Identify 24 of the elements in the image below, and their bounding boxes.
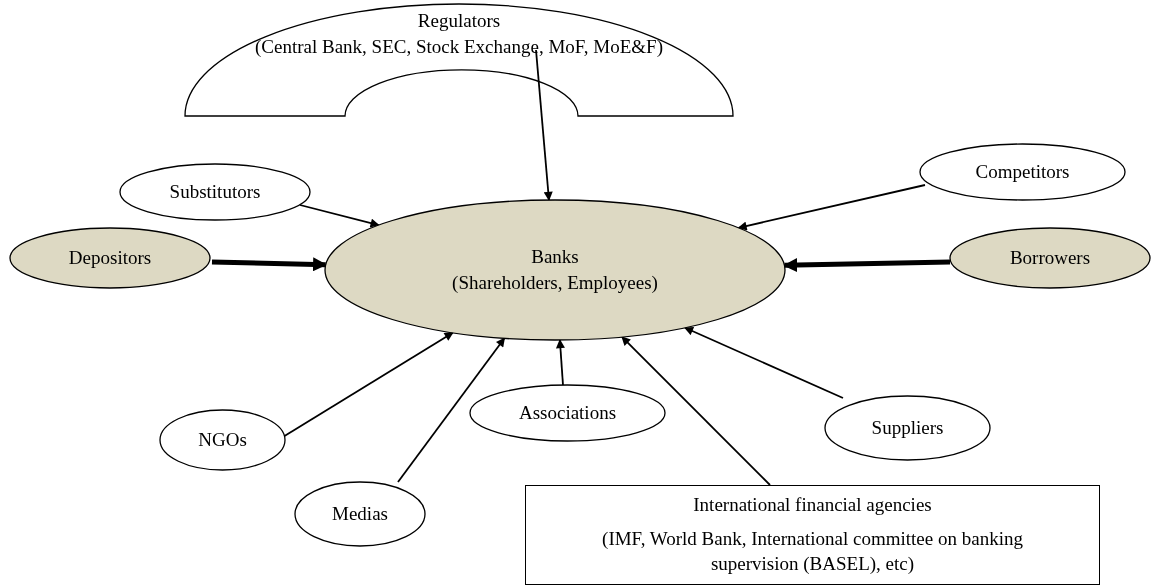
node-label: Medias [332, 502, 388, 527]
node-label: NGOs [198, 428, 247, 453]
arrow [397, 337, 506, 483]
node-label: (Shareholders, Employees) [452, 271, 658, 295]
arrow [737, 184, 926, 231]
node-label: Associations [518, 401, 617, 426]
node-label: Borrowers [1009, 246, 1091, 271]
node-label: Suppliers [871, 416, 944, 441]
arrow [211, 257, 328, 272]
node-label: Banks [531, 245, 579, 270]
process-box [525, 485, 1100, 585]
arrow [299, 204, 380, 228]
node-label: Regulators [417, 9, 501, 33]
node-label: Depositors [68, 246, 152, 271]
node-label: (Central Bank, SEC, Stock Exchange, MoF, MoE&F) [255, 34, 663, 59]
arrow [783, 258, 951, 273]
node-label: International financial agencies [693, 493, 932, 517]
node-label: Substitutors [169, 180, 261, 205]
arrow [621, 336, 771, 486]
node-label: (IMF, World Bank, International committee on banking supervision (BASEL), etc) [601, 526, 1024, 577]
arrow [555, 339, 565, 386]
arrow [535, 49, 553, 201]
arrow [684, 326, 844, 399]
node-label: Competitors [975, 160, 1070, 185]
